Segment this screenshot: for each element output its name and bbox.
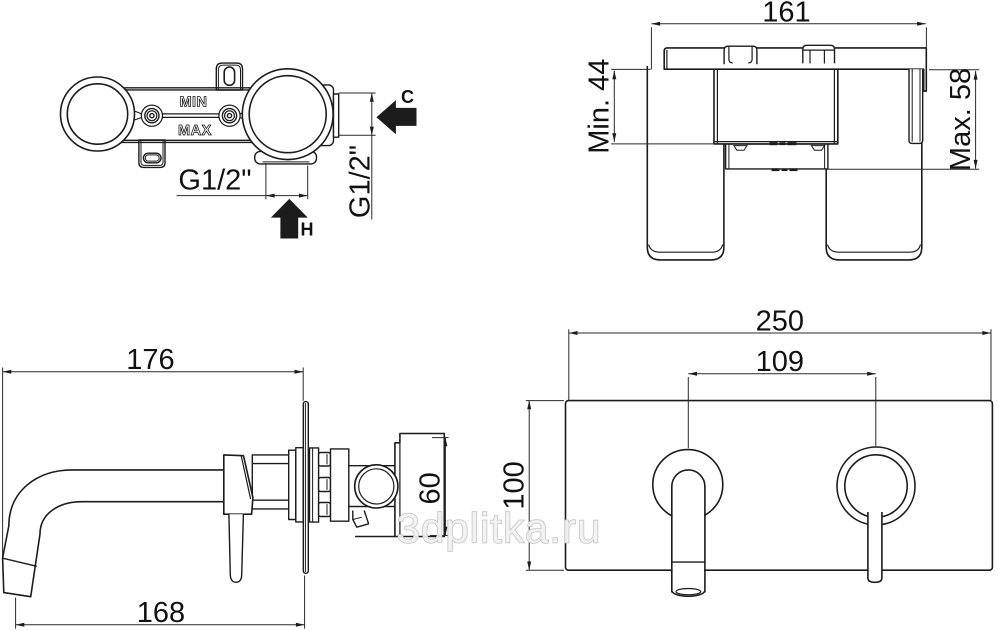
label-max: MAX bbox=[178, 123, 212, 139]
dim-hot-thread-label: G1/2" bbox=[178, 165, 251, 197]
dim-min-depth: Min. 44 bbox=[584, 59, 714, 154]
body-bar bbox=[118, 87, 257, 144]
left-valve-outer bbox=[59, 76, 136, 152]
dim-outlet-reach-label: 168 bbox=[137, 597, 185, 629]
top-mounting-tab bbox=[215, 62, 244, 91]
cold-port-thread bbox=[332, 93, 340, 138]
screw-boss-right bbox=[218, 104, 241, 127]
valve-gusset bbox=[352, 510, 370, 528]
left-cylinder bbox=[646, 66, 725, 261]
cartridge-side bbox=[353, 463, 399, 509]
handle-body bbox=[223, 454, 254, 516]
valve-flange bbox=[308, 447, 320, 523]
dim-max-depth: Max. 58 bbox=[826, 68, 980, 171]
spout-aerator-line bbox=[2, 557, 37, 567]
dim-max-depth-label: Max. 58 bbox=[945, 68, 977, 171]
valve-front-section bbox=[329, 448, 350, 522]
label-hot: H bbox=[301, 220, 314, 240]
dim-width-label: 161 bbox=[762, 0, 810, 29]
valve-bolts bbox=[317, 451, 332, 518]
lower-connection bbox=[724, 143, 829, 170]
dim-width-161: 161 bbox=[650, 0, 927, 70]
dim-plate-width-label: 250 bbox=[756, 306, 804, 338]
dim-cold-thread-label: G1/2" bbox=[345, 145, 377, 218]
dim-plate-height: 100 bbox=[499, 400, 564, 571]
wall-plate bbox=[564, 399, 994, 572]
dim-plate-height-label: 100 bbox=[499, 461, 531, 509]
trim-cup-outer bbox=[288, 449, 297, 521]
dim-hole-spacing-label: 109 bbox=[756, 346, 804, 378]
dim-hole-spacing: 109 bbox=[687, 346, 877, 449]
top-fitting-right bbox=[802, 44, 836, 64]
dim-cold-thread: G1/2" bbox=[338, 92, 377, 220]
wall-flange-strip bbox=[908, 69, 924, 145]
dim-hot-thread: G1/2" bbox=[176, 163, 309, 200]
handle-rod bbox=[228, 514, 245, 583]
view-side-trim: 176 168 bbox=[1, 344, 449, 629]
dim-min-depth-label: Min. 44 bbox=[584, 59, 616, 154]
dim-body-height-label: 60 bbox=[415, 472, 447, 504]
handle-lever-front bbox=[867, 512, 883, 584]
dim-spout-reach: 176 bbox=[2, 344, 304, 558]
view-front-body: 161 Min. 44 Max. 58 bbox=[584, 0, 980, 261]
label-min: MIN bbox=[179, 94, 207, 110]
view-top-body: MIN MAX G1/2" G1/2" C H bbox=[59, 62, 417, 240]
left-valve-inner bbox=[66, 83, 129, 146]
spout bbox=[1, 469, 226, 598]
detail-marks bbox=[769, 142, 798, 172]
cold-inlet-arrow bbox=[376, 100, 417, 135]
screw-left bbox=[144, 107, 160, 124]
watermark: 3dplitka.ru bbox=[397, 505, 602, 552]
right-valve-outer bbox=[241, 67, 334, 161]
trim-cup bbox=[295, 447, 304, 523]
spout-front bbox=[671, 469, 706, 598]
screw-right bbox=[221, 107, 238, 124]
right-cylinder bbox=[825, 66, 923, 261]
cartridge-housing bbox=[713, 68, 839, 145]
dim-outlet-reach: 168 bbox=[15, 575, 306, 629]
top-tab-hole bbox=[223, 66, 236, 87]
label-cold: C bbox=[401, 87, 414, 107]
valve-rear-block bbox=[394, 432, 446, 538]
right-valve-inner bbox=[248, 74, 328, 154]
view-front-trim: 250 109 100 bbox=[499, 306, 994, 598]
screw-boss-left bbox=[140, 104, 164, 127]
hot-inlet-arrow bbox=[270, 198, 308, 239]
top-fitting-left bbox=[723, 45, 758, 65]
dim-plate-width: 250 bbox=[568, 306, 992, 400]
trim-sleeve bbox=[251, 454, 300, 510]
dim-spout-reach-label: 176 bbox=[126, 344, 174, 376]
handle-dome bbox=[843, 453, 908, 518]
bottom-tab-hole bbox=[142, 152, 162, 164]
dim-body-height: 60 bbox=[415, 437, 449, 536]
